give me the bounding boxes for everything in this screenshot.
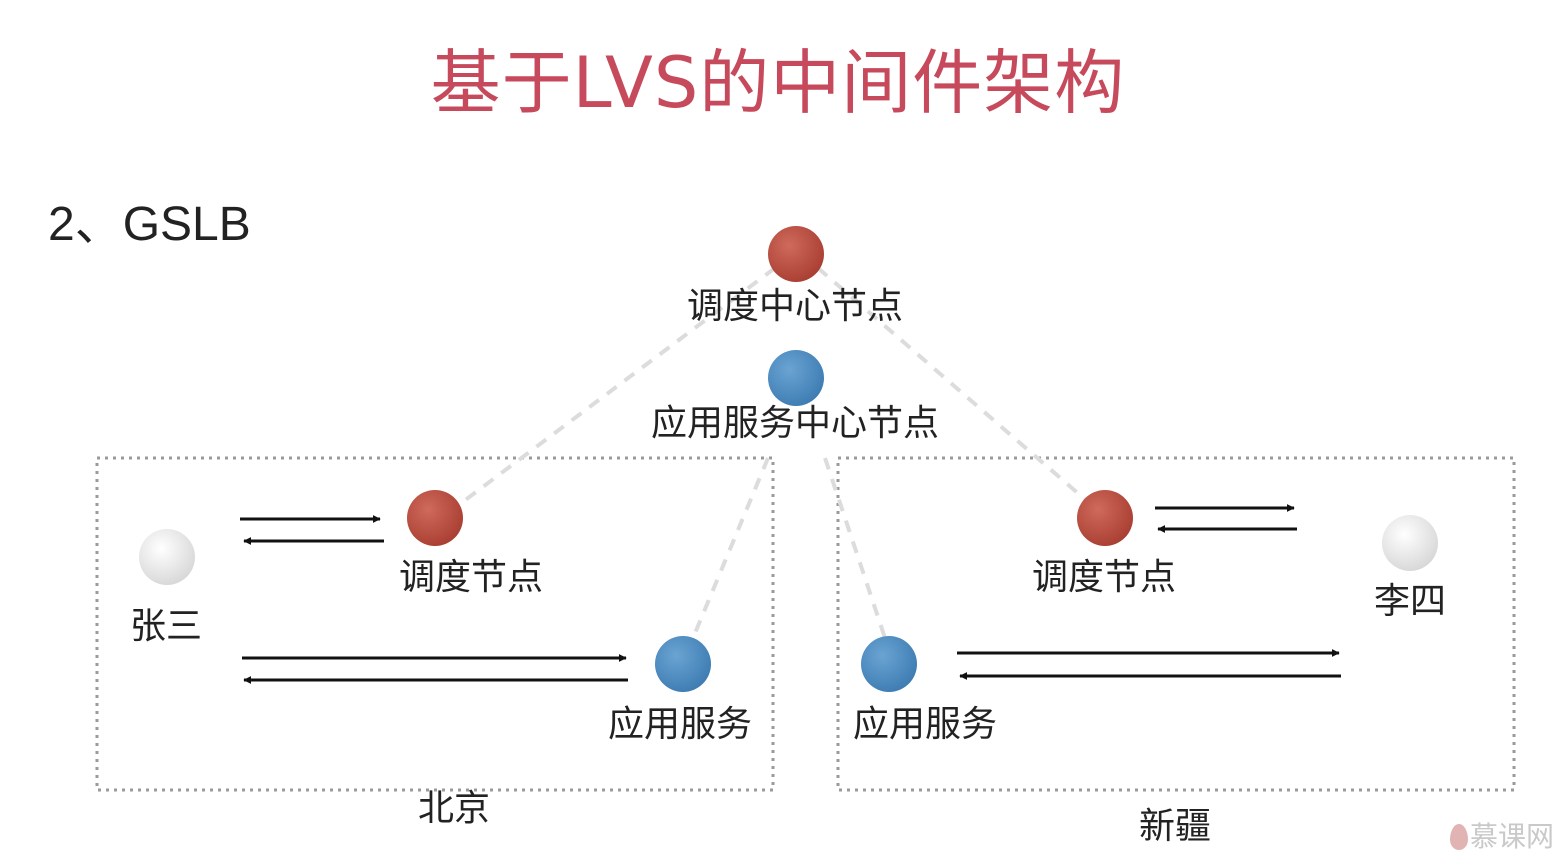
slide-title: 基于LVS的中间件架构 [430, 42, 1126, 124]
user-xinjiang-label: 李四 [1373, 581, 1447, 622]
link-appcenter-beijing-app [691, 457, 770, 639]
beijing-dispatch-label: 调度节点 [398, 557, 544, 598]
app-center-label: 应用服务中心节点 [650, 403, 940, 444]
link-appcenter-xinjiang-app [823, 457, 887, 639]
xinjiang-app-node [861, 636, 917, 692]
xinjiang-dispatch-node [1077, 490, 1133, 546]
region-box-beijing [95, 456, 775, 792]
dispatch-center-label: 调度中心节点 [686, 286, 904, 327]
link-center-xinjiang-dispatch [816, 266, 1097, 510]
flame-icon [1449, 824, 1468, 850]
beijing-app-label: 应用服务 [607, 704, 753, 745]
region-box-xinjiang [836, 456, 1516, 792]
watermark-logo: 慕课网 [1449, 820, 1554, 854]
watermark-text: 慕课网 [1469, 820, 1554, 853]
region-label-xinjiang: 新疆 [1138, 806, 1212, 847]
beijing-app-node [655, 636, 711, 692]
region-label-beijing: 北京 [417, 788, 491, 829]
dispatch-center-node [768, 226, 824, 282]
link-center-beijing-dispatch [450, 266, 777, 512]
app-center-node [768, 350, 824, 406]
xinjiang-dispatch-label: 调度节点 [1031, 557, 1177, 598]
beijing-dispatch-node [407, 490, 463, 546]
user-beijing-label: 张三 [129, 606, 203, 647]
xinjiang-app-label: 应用服务 [852, 704, 998, 745]
user-beijing-node [139, 529, 195, 585]
user-xinjiang-node [1382, 515, 1438, 571]
section-heading: 2、GSLB [48, 198, 251, 251]
